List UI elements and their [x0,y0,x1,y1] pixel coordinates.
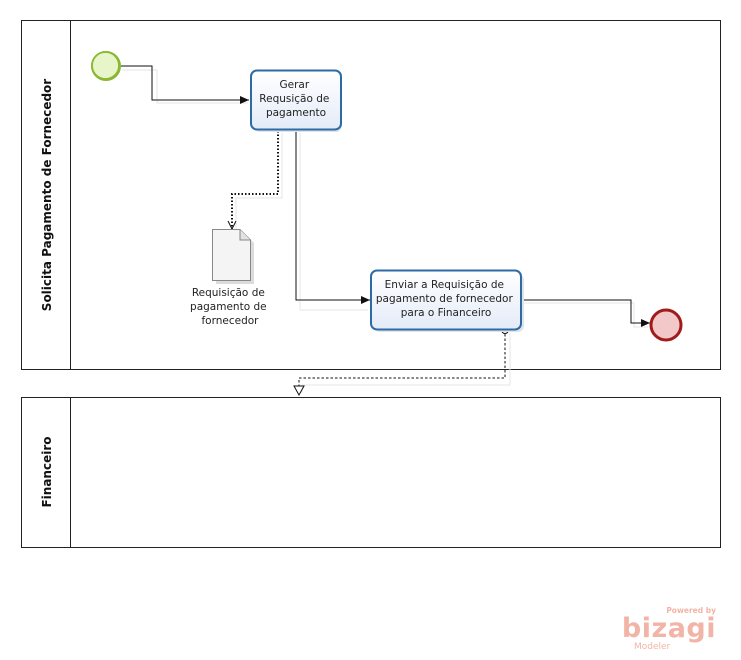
data-object-document[interactable]: Requisição de pagamento de fornecedor [190,229,270,328]
task-gerar-line-1: Gerar [279,79,309,91]
data-object-label: Requisição de pagamento de fornecedor [190,287,270,327]
sequence-flow-start-to-gerar[interactable] [121,65,249,104]
task-enviar-requisicao[interactable]: Enviar a Requisição de pagamento de forn… [370,269,524,333]
watermark-powered-by: Powered by [666,606,716,615]
bizagi-watermark: Powered by bizagi Modeler [622,606,716,652]
data-object-line-3: fornecedor [201,315,259,327]
task-gerar-requisicao[interactable]: Gerar Requsição de pagamento [250,69,342,133]
watermark-modeler: Modeler [634,642,671,652]
task-gerar-line-3: pagamento [266,107,326,119]
task-gerar-label: Gerar Requsição de pagamento [259,79,332,119]
pool-label-solicita: Solicita Pagamento de Fornecedor [40,79,54,312]
data-object-line-1: Requisição de [192,287,265,299]
document-fold [239,229,251,241]
task-gerar-line-2: Requsição de [259,93,329,105]
task-enviar-label: Enviar a Requisição de pagamento de forn… [376,279,516,319]
sequence-flow-gerar-to-enviar[interactable] [295,131,370,304]
watermark-brand: bizagi [622,613,716,644]
task-enviar-line-3: para o Financeiro [401,307,492,319]
end-event[interactable] [649,308,683,342]
document-icon [212,229,251,281]
task-enviar-line-1: Enviar a Requisição de [385,279,504,291]
pool-label-financeiro: Financeiro [40,436,54,507]
sequence-flow-enviar-to-end[interactable] [521,299,650,327]
data-object-line-2: pagamento de [190,301,267,313]
task-enviar-line-2: pagamento de fornecedor [376,293,514,305]
pool-financeiro[interactable]: Financeiro [21,397,721,548]
data-association-gerar-to-document[interactable] [232,131,279,229]
start-event[interactable] [91,51,121,81]
